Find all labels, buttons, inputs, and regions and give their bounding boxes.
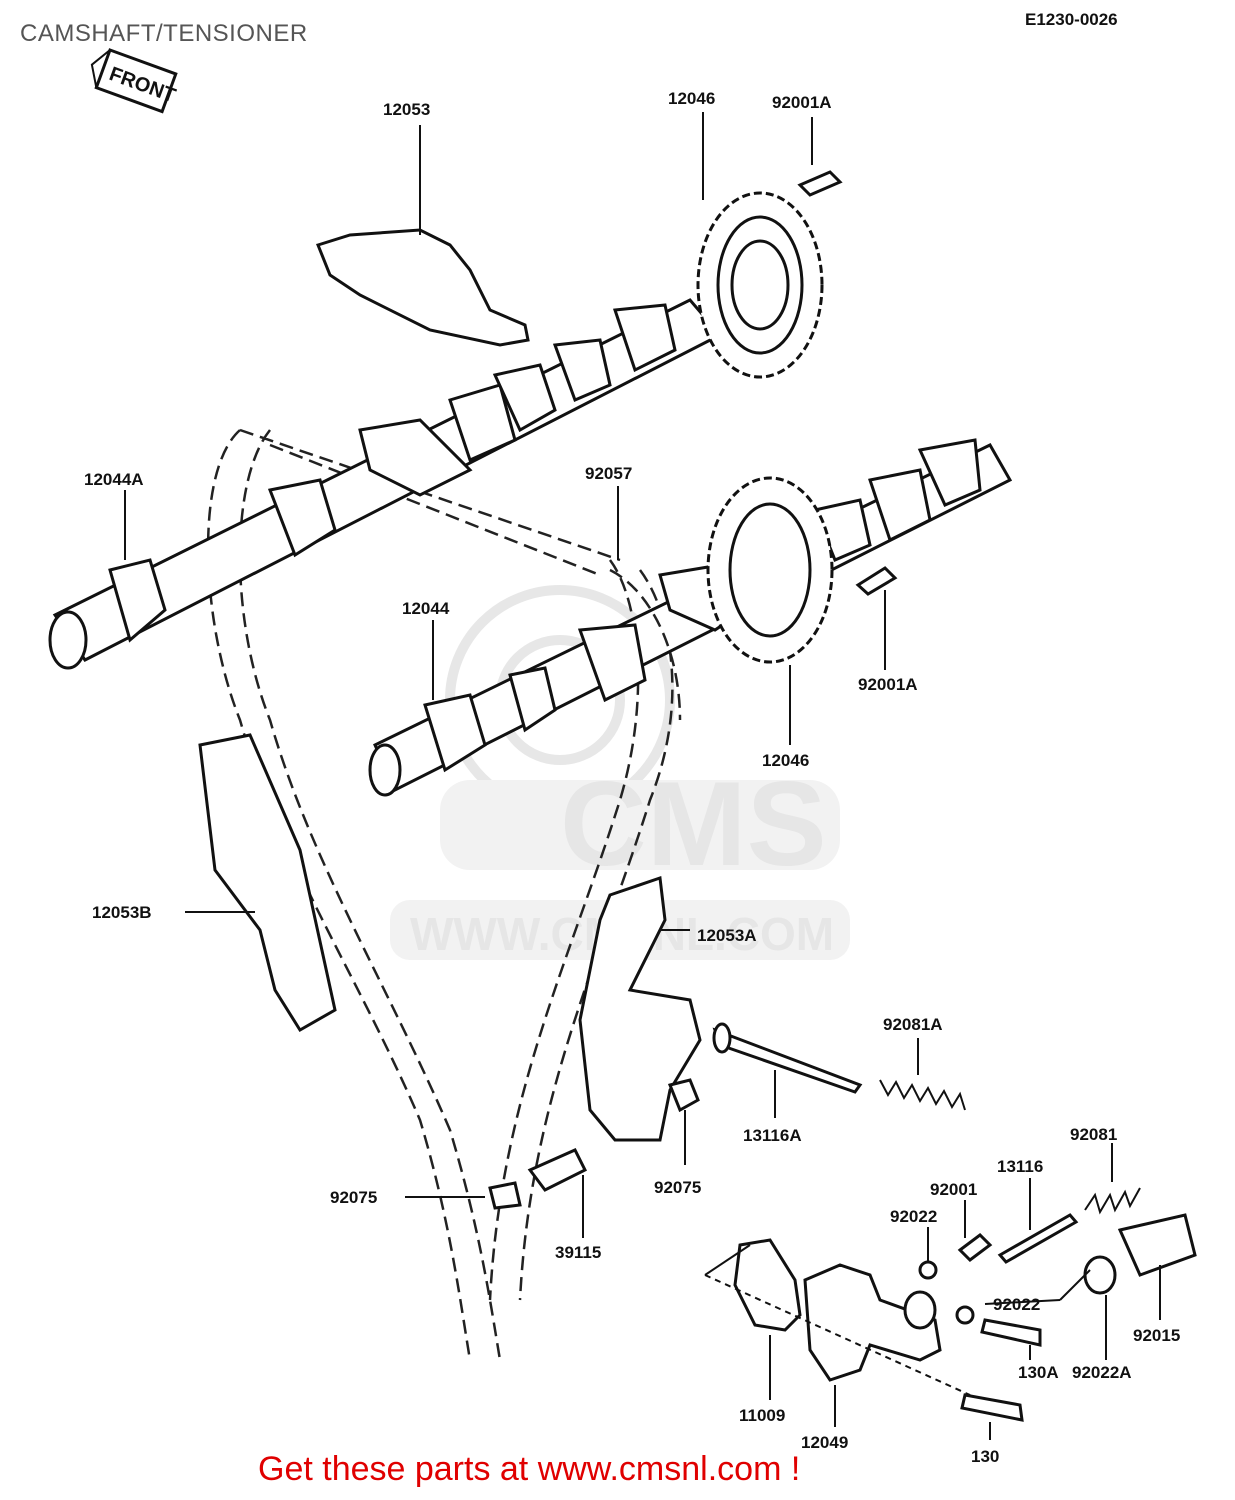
label-12046-top: 12046: [668, 89, 715, 108]
cap-92015: [1117, 1213, 1197, 1277]
label-92075-left: 92075: [330, 1188, 377, 1207]
front-arrow-icon: FRONT: [90, 48, 178, 114]
bolt-130: [960, 1393, 1024, 1422]
chain-guide-12053B: [198, 733, 337, 1033]
watermark-logo: CMS WWW.CMSNL.COM: [390, 585, 850, 960]
cam-chain: [206, 428, 674, 1361]
camshaft-12044: [368, 438, 1013, 797]
bolt-92001A-lower: [855, 566, 898, 596]
label-92001: 92001: [930, 1180, 977, 1199]
label-12053B: 12053B: [92, 903, 152, 922]
label-12044: 12044: [402, 599, 450, 618]
label-92022-upper: 92022: [890, 1207, 937, 1226]
damper-92075-right: [667, 1078, 700, 1113]
label-12044A: 12044A: [84, 470, 144, 489]
chain-link-92057: [609, 568, 682, 721]
pin-13116: [997, 1213, 1079, 1264]
label-12046-mid: 12046: [762, 751, 809, 770]
label-92001A-top: 92001A: [772, 93, 832, 112]
spring-92081A: [879, 1079, 966, 1111]
label-92001A-mid: 92001A: [858, 675, 918, 694]
camshaft-12044A: [48, 298, 723, 670]
label-92015: 92015: [1133, 1326, 1180, 1345]
label-92075-right: 92075: [654, 1178, 701, 1197]
chain-guide-12053A: [578, 875, 702, 1142]
washer-92022-lower: [955, 1305, 975, 1325]
label-92022-lower: 92022: [993, 1295, 1040, 1314]
leader-lines: [124, 112, 1161, 1440]
bolt-92001A-upper: [797, 170, 843, 197]
watermark-cms: CMS: [560, 757, 827, 891]
label-12049: 12049: [801, 1433, 848, 1452]
label-130A: 130A: [1018, 1363, 1059, 1382]
tensioner-body-12049: [803, 1263, 942, 1382]
label-92081A: 92081A: [883, 1015, 943, 1034]
label-12053A: 12053A: [697, 926, 757, 945]
bolt-130A: [980, 1318, 1042, 1347]
label-92022A: 92022A: [1072, 1363, 1132, 1382]
label-13116: 13116: [997, 1157, 1043, 1176]
label-11009: 11009: [739, 1406, 785, 1425]
footer-link-text[interactable]: Get these parts at www.cmsnl.com !: [258, 1450, 801, 1488]
label-92081: 92081: [1070, 1125, 1117, 1144]
spring-92081: [1084, 1187, 1141, 1215]
camshaft-cap-12053: [316, 228, 530, 347]
label-12053: 12053: [383, 100, 430, 119]
label-92057: 92057: [585, 464, 632, 483]
washer-92022A: [1083, 1255, 1117, 1295]
damper-39115: [527, 1148, 588, 1192]
diagram-code: E1230-0026: [1025, 10, 1118, 29]
sprocket-12046-lower: [706, 476, 834, 664]
sprocket-12046-upper: [696, 191, 824, 379]
pin-13116A: [712, 1022, 863, 1094]
damper-92075-left: [488, 1181, 522, 1210]
gasket-11009: [733, 1238, 802, 1332]
label-13116A: 13116A: [743, 1126, 802, 1145]
bolt-92001: [957, 1233, 993, 1262]
label-130: 130: [971, 1447, 999, 1466]
label-39115: 39115: [555, 1243, 601, 1262]
page-title: CAMSHAFT/TENSIONER: [20, 20, 308, 47]
washer-92022-upper: [918, 1260, 938, 1280]
